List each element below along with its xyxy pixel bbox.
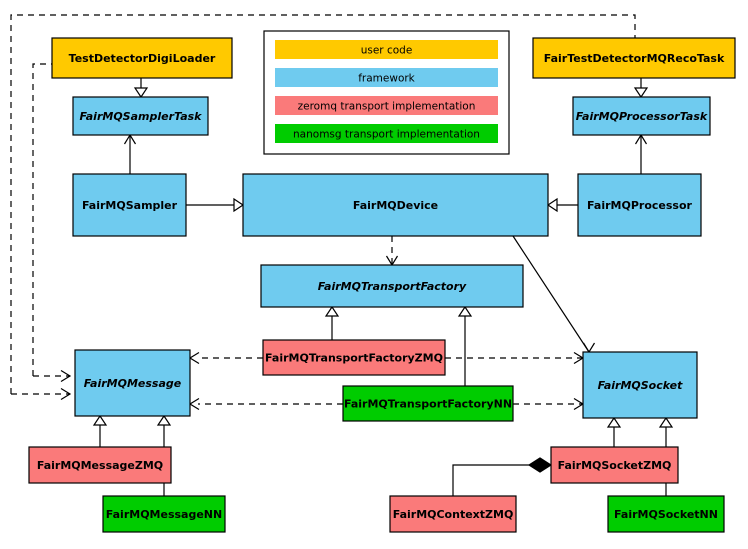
node-fairmqtransportfactorynn[interactable]: FairMQTransportFactoryNN bbox=[342, 385, 514, 422]
legend-label: nanomsg transport implementation bbox=[293, 129, 480, 141]
edge-layer bbox=[10, 14, 674, 514]
legend-item-1: framework bbox=[275, 68, 498, 87]
node-fairmqprocessor[interactable]: FairMQProcessor bbox=[577, 173, 702, 237]
legend-swatch bbox=[275, 40, 498, 59]
node-box[interactable] bbox=[102, 495, 226, 533]
node-label: FairMQTransportFactoryNN bbox=[344, 398, 512, 411]
arrowhead-inherit-processortask bbox=[633, 87, 649, 99]
node-fairmqprocessortask[interactable]: FairMQProcessorTask bbox=[572, 96, 711, 136]
node-fairmqcontextzmq[interactable]: FairMQContextZMQ bbox=[389, 495, 517, 533]
node-box[interactable] bbox=[577, 173, 702, 237]
node-label: FairMQMessageNN bbox=[106, 508, 222, 521]
node-box[interactable] bbox=[550, 446, 679, 484]
node-fairmqmessagenn[interactable]: FairMQMessageNN bbox=[102, 495, 226, 533]
node-label: FairMQDevice bbox=[353, 199, 438, 212]
node-label: FairMQMessageZMQ bbox=[37, 459, 163, 472]
legend-item-3: nanomsg transport implementation bbox=[275, 124, 498, 143]
legend-item-0: user code bbox=[275, 40, 498, 59]
legend-swatch bbox=[275, 124, 498, 143]
node-box[interactable] bbox=[74, 349, 191, 417]
node-fairmqsocketzmq[interactable]: FairMQSocketZMQ bbox=[550, 446, 679, 484]
node-fairmqsampler[interactable]: FairMQSampler bbox=[72, 173, 187, 237]
node-label: FairMQTransportFactory bbox=[318, 280, 467, 293]
arrowhead-dep-message-zmq bbox=[188, 351, 200, 365]
node-box[interactable] bbox=[582, 351, 698, 419]
arrowhead-inherit-messagenn bbox=[156, 414, 172, 426]
arrowhead-inherit-device-right bbox=[546, 197, 558, 213]
legend-item-2: zeromq transport implementation bbox=[275, 96, 498, 115]
legend-layer: user code framework zeromq transport imple… bbox=[263, 30, 510, 155]
node-testdetectordigiloader[interactable]: TestDetectorDigiLoader bbox=[51, 37, 233, 79]
node-fairtestdetectormqrecotask[interactable]: FairTestDetectorMQRecoTask bbox=[532, 37, 736, 79]
node-box[interactable] bbox=[389, 495, 517, 533]
node-label: FairMQMessage bbox=[84, 377, 182, 390]
node-label: FairMQSamplerTask bbox=[80, 110, 203, 123]
legend-label: zeromq transport implementation bbox=[298, 101, 476, 113]
edge-digiloader-dashed bbox=[32, 63, 52, 376]
node-fairmqmessage[interactable]: FairMQMessage bbox=[74, 349, 191, 417]
node-fairmqsocket[interactable]: FairMQSocket bbox=[582, 351, 698, 419]
node-fairmqmessagezmq[interactable]: FairMQMessageZMQ bbox=[28, 446, 172, 484]
legend-label: framework bbox=[358, 73, 415, 85]
node-label: FairMQSocket bbox=[598, 379, 684, 392]
node-label: FairMQProcessorTask bbox=[576, 110, 708, 123]
edge-reco-task-outer-dashed bbox=[10, 14, 636, 394]
arrowhead-inherit-socketzmq bbox=[606, 416, 622, 428]
node-fairmqdevice[interactable]: FairMQDevice bbox=[242, 173, 549, 237]
arrowhead-inherit-factorynn bbox=[457, 305, 473, 317]
arrowhead-dep-message-nn bbox=[188, 397, 200, 411]
node-box[interactable] bbox=[28, 446, 172, 484]
node-box[interactable] bbox=[242, 173, 549, 237]
diamond-composition-socketzmq bbox=[527, 457, 553, 473]
node-label: FairMQTransportFactoryZMQ bbox=[265, 352, 443, 365]
node-label: FairTestDetectorMQRecoTask bbox=[544, 52, 725, 65]
node-box[interactable] bbox=[262, 339, 446, 376]
node-fairmqtransportfactoryzmq[interactable]: FairMQTransportFactoryZMQ bbox=[262, 339, 446, 376]
node-label: FairMQSocketZMQ bbox=[558, 459, 672, 472]
node-box[interactable] bbox=[260, 264, 524, 308]
arrowhead-assoc-socket bbox=[582, 342, 596, 354]
node-box[interactable] bbox=[572, 96, 711, 136]
node-box[interactable] bbox=[532, 37, 736, 79]
node-fairmqtransportfactory[interactable]: FairMQTransportFactory bbox=[260, 264, 524, 308]
node-fairmqsamplertask[interactable]: FairMQSamplerTask bbox=[72, 96, 209, 136]
node-layer: TestDetectorDigiLoader FairTestDetectorMQ… bbox=[28, 37, 736, 533]
node-box[interactable] bbox=[51, 37, 233, 79]
node-label: TestDetectorDigiLoader bbox=[69, 52, 216, 65]
node-box[interactable] bbox=[342, 385, 514, 422]
node-fairmqsocketnn[interactable]: FairMQSocketNN bbox=[607, 495, 725, 533]
arrowhead-inherit-messagezmq bbox=[92, 414, 108, 426]
arrowhead-dep-inner-message bbox=[60, 369, 72, 383]
legend-label: user code bbox=[361, 45, 413, 57]
arrowhead-inherit-factoryzmq bbox=[324, 305, 340, 317]
node-label: FairMQProcessor bbox=[587, 199, 692, 212]
node-box[interactable] bbox=[72, 96, 209, 136]
arrowhead-inherit-samplertask bbox=[133, 87, 149, 99]
arrowhead-inherit-device-left bbox=[233, 197, 245, 213]
edge-device-socket bbox=[512, 235, 590, 353]
node-box[interactable] bbox=[607, 495, 725, 533]
node-label: FairMQSampler bbox=[82, 199, 178, 212]
legend-swatch bbox=[275, 68, 498, 87]
node-box[interactable] bbox=[72, 173, 187, 237]
legend-swatch bbox=[275, 96, 498, 115]
node-label: FairMQSocketNN bbox=[614, 508, 718, 521]
arrowhead-inherit-socketnn bbox=[658, 416, 674, 428]
node-label: FairMQContextZMQ bbox=[393, 508, 514, 521]
